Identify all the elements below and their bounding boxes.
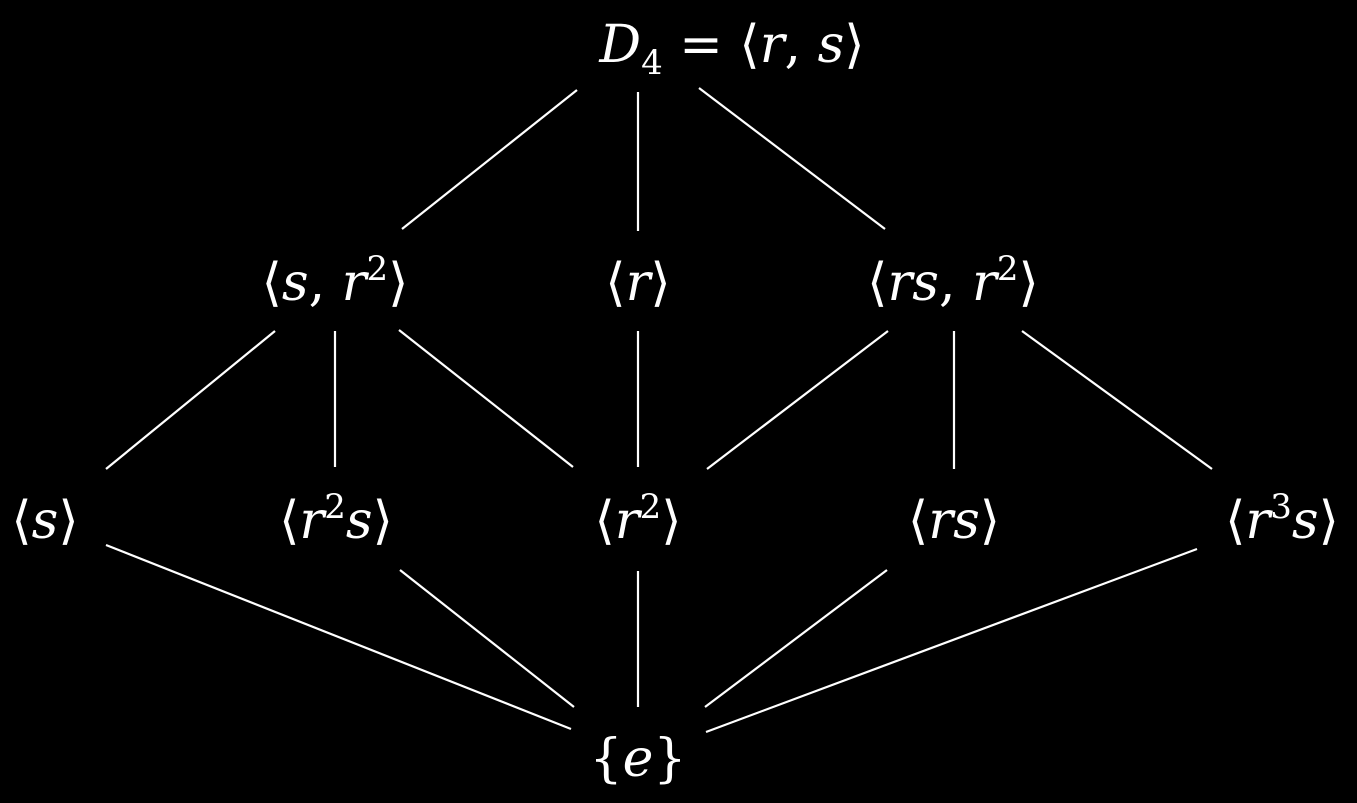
edge-r3s-e xyxy=(705,547,1198,734)
edge-d4-s-r2 xyxy=(401,89,578,230)
node-rs-r2: ⟨rs, r2⟩ xyxy=(867,249,1039,313)
node-s: ⟨s⟩ xyxy=(11,491,78,551)
node-s-r2: ⟨s, r2⟩ xyxy=(262,249,409,313)
node-r2s: ⟨r2s⟩ xyxy=(279,487,393,551)
lattice-edges xyxy=(105,87,1213,734)
edge-rs-e xyxy=(704,569,888,708)
edge-d4-rs-r2 xyxy=(698,87,886,230)
node-d4: D4 = ⟨r, s⟩ xyxy=(598,15,864,83)
node-r3s: ⟨r3s⟩ xyxy=(1225,487,1339,551)
node-e: {e} xyxy=(590,729,687,789)
edge-s-e xyxy=(105,543,572,731)
lattice-nodes: D4 = ⟨r, s⟩ ⟨s, r2⟩ ⟨r⟩ ⟨rs, r2⟩ ⟨s⟩ ⟨r2… xyxy=(11,15,1339,789)
node-r: ⟨r⟩ xyxy=(605,253,670,313)
edge-s-r2-s xyxy=(105,330,276,470)
edge-rs-r2-r3s xyxy=(1021,330,1213,470)
edge-rs-r2-r2 xyxy=(706,330,889,470)
edge-s-r2-r2 xyxy=(398,329,574,468)
edge-r2s-e xyxy=(399,569,575,708)
node-r2: ⟨r2⟩ xyxy=(594,487,681,551)
node-rs: ⟨rs⟩ xyxy=(908,491,1000,551)
